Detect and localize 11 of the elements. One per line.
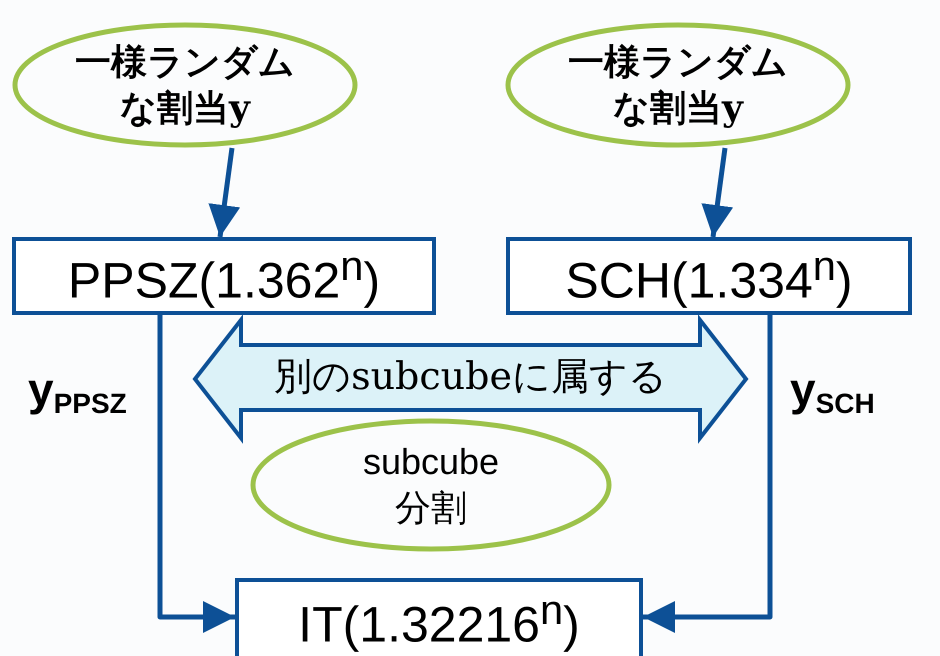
ellipse-node: subcube 分割: [250, 418, 612, 552]
variable-label: y$_{SCH}$: [790, 362, 875, 420]
ellipse-node: 一様ランダムな割当y: [505, 22, 851, 148]
process-box: IT(1.32216$^{n}$): [235, 578, 643, 656]
arrow: [701, 148, 734, 238]
process-box: SCH(1.334$^{n}$): [506, 237, 912, 315]
arrow: [158, 315, 235, 633]
arrow: [208, 148, 240, 238]
ellipse-node: 一様ランダムな割当y: [12, 22, 358, 148]
process-box: PPSZ(1.362$^{n}$): [12, 237, 436, 315]
variable-label: y$_{PPSZ}$: [28, 362, 127, 420]
